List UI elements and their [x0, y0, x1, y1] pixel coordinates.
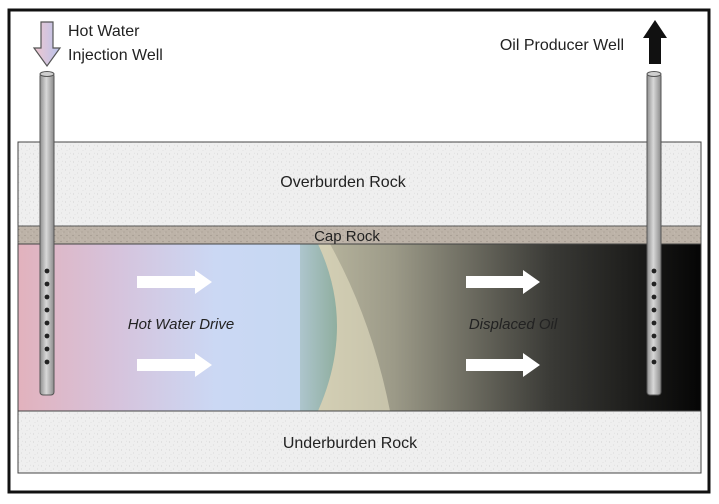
hot-water-drive-label: Hot Water Drive: [128, 316, 234, 333]
producer-perforations: [651, 268, 657, 365]
front-transition: [318, 244, 390, 411]
underburden-rock-label: Underburden Rock: [283, 435, 418, 452]
injection-well: [39, 71, 55, 396]
overburden-rock-label: Overburden Rock: [280, 174, 406, 191]
injection-well-label-line2: Injection Well: [68, 47, 163, 64]
injection-perforations: [44, 268, 50, 365]
injection-well-label-line1: Hot Water: [68, 23, 140, 40]
water-flow-arrows: [137, 270, 212, 377]
injection-down-arrow-icon: [32, 21, 62, 68]
producer-up-arrow-icon: [643, 20, 667, 64]
flow-arrow-icon: [137, 270, 212, 294]
producer-well: [646, 71, 662, 396]
flow-arrow-icon: [137, 353, 212, 377]
hot-water-zone: [18, 244, 300, 411]
underburden-rock-layer: [17, 410, 702, 474]
displaced-oil-label: Displaced Oil: [469, 316, 558, 333]
producer-well-label: Oil Producer Well: [500, 37, 624, 54]
overburden-rock-layer: [17, 141, 702, 227]
flow-arrow-icon: [466, 353, 540, 377]
oil-flow-arrows: [466, 270, 540, 377]
cap-rock-label: Cap Rock: [314, 228, 380, 245]
flow-arrow-icon: [466, 270, 540, 294]
